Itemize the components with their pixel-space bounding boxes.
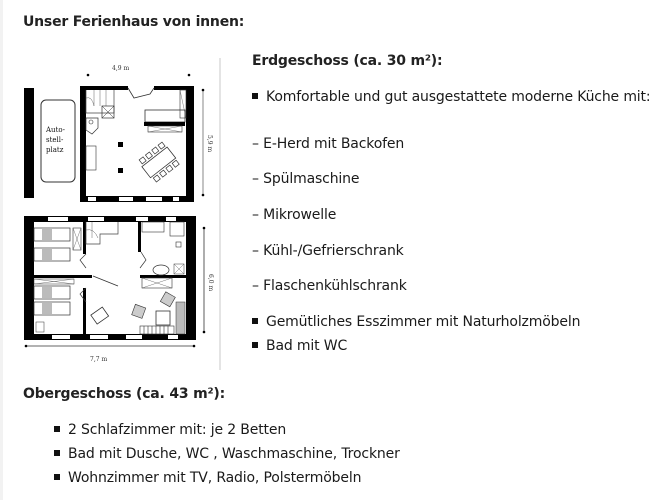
- list-item: Komfortable und gut ausgestattete modern…: [252, 89, 651, 105]
- list-item: Wohnzimmer mit TV, Radio, Polstermöbeln: [54, 470, 361, 486]
- page-left-border: [0, 0, 3, 500]
- list-item: – Spülmaschine: [252, 171, 360, 187]
- svg-text:Auto- stell- platz: Auto- stell- platz: [45, 126, 67, 154]
- list-item: 2 Schlafzimmer mit: je 2 Betten: [54, 422, 286, 438]
- floor-plan-image: 4,9 m Auto- stell- platz: [18, 58, 222, 370]
- list-item: – Flaschenkühlschrank: [252, 278, 407, 294]
- list-item: – Mikrowelle: [252, 207, 337, 223]
- svg-text:6,0 m: 6,0 m: [207, 274, 214, 291]
- bullet-square-icon: [54, 474, 60, 480]
- page-heading: Unser Ferienhaus von innen:: [23, 14, 245, 30]
- obergeschoss-title: Obergeschoss (ca. 43 m²):: [23, 386, 226, 402]
- list-item: Bad mit Dusche, WC , Waschmaschine, Troc…: [54, 446, 400, 462]
- bullet-square-icon: [252, 318, 258, 324]
- list-item: Gemütliches Esszimmer mit Naturholzmöbel…: [252, 314, 580, 330]
- list-item: Bad mit WC: [252, 338, 347, 354]
- list-item: – E-Herd mit Backofen: [252, 136, 405, 152]
- bullet-square-icon: [54, 450, 60, 456]
- bullet-square-icon: [252, 93, 258, 99]
- bullet-square-icon: [252, 342, 258, 348]
- ground-width-label: 4,9 m: [112, 65, 129, 72]
- svg-text:5,9 m: 5,9 m: [206, 135, 213, 152]
- erdgeschoss-title: Erdgeschoss (ca. 30 m²):: [252, 53, 443, 69]
- svg-text:7,7 m: 7,7 m: [90, 356, 107, 363]
- list-item: – Kühl-/Gefrierschrank: [252, 243, 404, 259]
- bullet-square-icon: [54, 426, 60, 432]
